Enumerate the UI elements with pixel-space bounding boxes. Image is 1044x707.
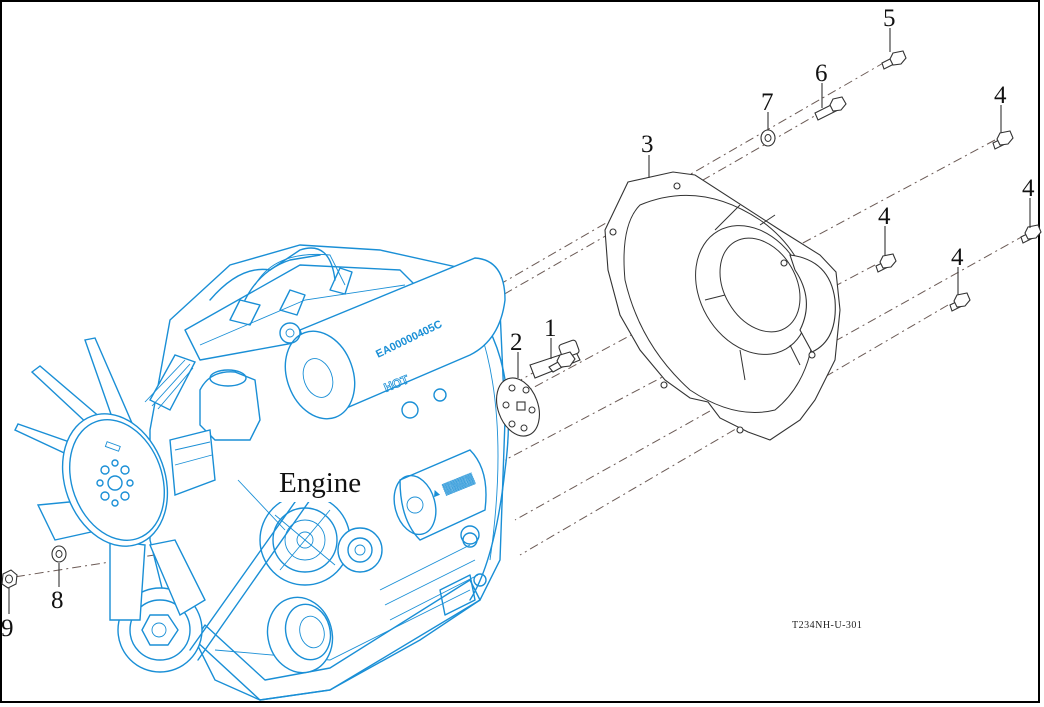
engine-label-bg (268, 462, 380, 502)
bracket (169, 429, 216, 496)
fan-blade (149, 539, 206, 617)
callout-4: 4 (1022, 175, 1035, 202)
starter-motor: ▲ ▓▓▓▓ (393, 449, 487, 545)
oil-filter (266, 596, 334, 674)
bolt-part-4 (1020, 224, 1042, 244)
nut-part-9 (1, 569, 18, 589)
oil-pan (194, 579, 481, 701)
bolt-part-1 (548, 351, 576, 373)
bolt-part-5 (881, 50, 907, 70)
flywheel-housing (604, 171, 841, 441)
engine-label: Engine (279, 467, 361, 499)
callout-8: 8 (51, 587, 64, 614)
engine-rear-face (469, 299, 510, 601)
washer-part-8 (51, 545, 67, 563)
callout-4: 4 (994, 82, 1007, 109)
callout-3: 3 (641, 131, 654, 158)
callout-5: 5 (883, 5, 896, 32)
callout-6: 6 (815, 60, 828, 87)
assembly-line (509, 139, 996, 401)
idler-pulley (337, 527, 383, 573)
bolt-part-6 (814, 96, 847, 121)
engine-label-group: Engine (268, 462, 380, 502)
fan-hub (61, 413, 169, 547)
bolt-part-4 (949, 292, 971, 312)
leader-lines (8, 28, 1031, 614)
alternator (259, 494, 351, 586)
washer-part-7 (760, 129, 776, 147)
callout-7: 7 (761, 89, 774, 116)
fasteners (1, 50, 1042, 589)
bolt-part-4 (992, 130, 1014, 150)
bolt-part-4 (875, 253, 897, 273)
fuel-filter (199, 371, 261, 441)
drawing-code: T234NH-U-301 (792, 620, 862, 631)
callout-9: 9 (1, 615, 14, 642)
fan-belt (189, 494, 311, 661)
engine-illustration: EA00000405C HOT ▲ ▓▓▓▓ (14, 244, 510, 701)
callouts: 1 2 3 4 4 4 4 5 6 7 8 9 (1, 5, 1035, 642)
callout-2: 2 (510, 329, 523, 356)
assembly-line (519, 304, 949, 556)
air-cleaner: EA00000405C HOT (279, 257, 506, 420)
callout-4: 4 (878, 203, 891, 230)
callout-1: 1 (544, 315, 557, 342)
cooling-fan (14, 337, 206, 621)
callout-4: 4 (951, 244, 964, 271)
fan-blade (109, 539, 146, 621)
